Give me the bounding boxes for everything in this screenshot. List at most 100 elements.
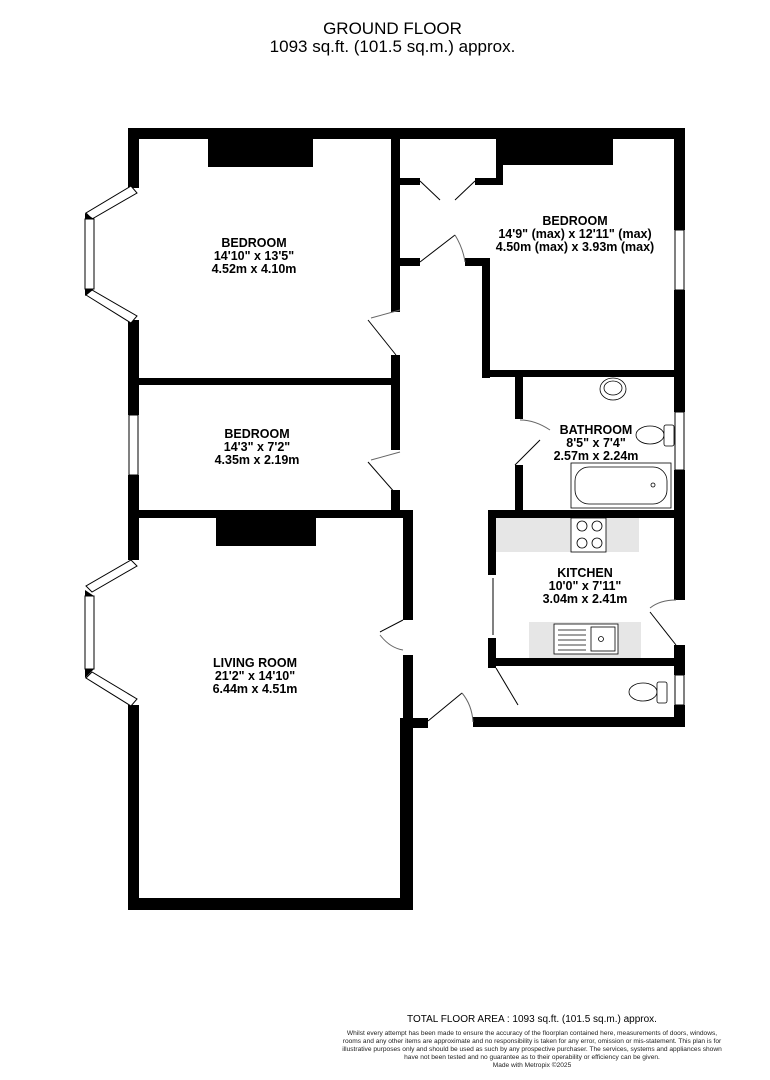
wall-kitchen-left-upper <box>488 510 496 575</box>
door-bathroom <box>514 439 541 466</box>
floor-area: 1093 sq.ft. (101.5 sq.m.) approx. <box>269 37 516 56</box>
room-imperial: 21'2" x 14'10" <box>214 669 296 683</box>
room-metric: 4.35m x 2.19m <box>214 453 300 467</box>
windows <box>84 185 685 707</box>
room-label-bedroom-1: BEDROOM 14'10" x 13'5" 4.52m x 4.10m <box>212 237 297 276</box>
wall-wc-bottom <box>473 717 685 727</box>
wall-corridor-left-1 <box>391 128 400 312</box>
wall-bed2-bottom <box>482 370 685 377</box>
room-imperial: 14'3" x 7'2" <box>223 440 291 454</box>
wall-left-2 <box>128 320 139 415</box>
total-floor-area: TOTAL FLOOR AREA : 1093 sq.ft. (101.5 sq… <box>407 1014 657 1025</box>
wall-bed1-bed3 <box>128 378 398 385</box>
wall-bottom-living <box>128 898 413 910</box>
front-door <box>427 692 463 722</box>
cupboard-door-left <box>419 180 441 201</box>
wall-kitchen-left-lower <box>488 638 496 668</box>
bay-corners <box>85 213 94 678</box>
room-metric: 3.04m x 2.41m <box>542 592 628 606</box>
room-imperial: 8'5" x 7'4" <box>566 436 626 450</box>
door-bed2 <box>419 234 456 263</box>
wall-hall-stub <box>413 718 428 728</box>
door-arc-kitchen <box>649 599 677 609</box>
chimney-breast-bedroom-2 <box>503 139 613 165</box>
wall-bed3-living <box>128 510 408 518</box>
wall-right-mid <box>674 290 685 412</box>
wall-living-right-mid <box>403 655 413 725</box>
sink-icon <box>553 623 619 655</box>
hob-icon <box>570 517 607 553</box>
bath-icon <box>570 462 672 509</box>
door-arc-bed1 <box>370 309 401 319</box>
bay-window-bed1-bottom <box>85 289 138 324</box>
wall-right-wc-lower <box>674 705 685 727</box>
door-arc-front <box>461 692 474 723</box>
wall-top <box>128 128 685 139</box>
bay-window-bed1-front <box>84 218 95 290</box>
door-arc-bathroom <box>519 419 551 431</box>
wall-corridor-left-2 <box>391 355 400 450</box>
wall-right-upper <box>674 128 685 230</box>
chimney-breast-bedroom-1 <box>208 139 313 167</box>
wall-bed2-door-right <box>465 258 490 266</box>
wc-toilet-icon <box>628 681 668 704</box>
door-wc <box>495 667 519 706</box>
room-imperial: 10'0" x 7'11" <box>548 579 622 593</box>
door-kitchen-back <box>649 611 677 646</box>
wall-bed2-left <box>482 258 490 378</box>
toilet-icon <box>635 424 675 447</box>
door-arc-living <box>379 634 404 651</box>
floor-name: GROUND FLOOR <box>323 19 462 38</box>
window-bathroom <box>674 411 685 471</box>
bay-window-living-top <box>85 559 138 593</box>
wall-right-kitchen <box>674 470 685 600</box>
door-bed1 <box>367 319 397 356</box>
bay-window-bed1-top <box>85 185 138 220</box>
cupboard-door-right <box>454 180 476 201</box>
disclaimer: Whilst every attempt has been made to en… <box>342 1030 722 1061</box>
bay-window-living-bottom <box>85 671 138 707</box>
floor-header: GROUND FLOOR 1093 sq.ft. (101.5 sq.m.) a… <box>0 20 770 56</box>
room-name: BEDROOM <box>221 236 287 250</box>
bay-window-living-front <box>84 595 95 670</box>
room-name: BATHROOM <box>559 423 633 437</box>
window-bed3 <box>128 414 139 476</box>
wall-cupboard-left <box>400 178 420 185</box>
room-label-bathroom: BATHROOM 8'5" x 7'4" 2.57m x 2.24m <box>554 424 639 463</box>
wall-left-1 <box>128 128 139 188</box>
wall-living-right-upper <box>403 510 413 620</box>
room-imperial: 14'9" (max) x 12'11" (max) <box>498 227 652 241</box>
window-bed2 <box>674 229 685 291</box>
window-wc <box>674 674 685 706</box>
door-living <box>379 619 404 633</box>
wall-cupboard-right <box>475 178 503 185</box>
room-label-kitchen: KITCHEN 10'0" x 7'11" 3.04m x 2.41m <box>543 567 628 606</box>
wall-living-right-lower <box>400 718 413 910</box>
worktop-top <box>496 518 639 552</box>
room-label-bedroom-2: BEDROOM 14'9" (max) x 12'11" (max) 4.50m… <box>496 215 654 254</box>
wall-bath-kitchen <box>488 510 685 518</box>
room-imperial: 14'10" x 13'5" <box>213 249 295 263</box>
bay-corner <box>85 289 94 296</box>
basin-icon <box>599 377 627 401</box>
wall-bath-left-upper <box>515 377 523 419</box>
room-metric: 4.52m x 4.10m <box>211 262 297 276</box>
room-label-living-room: LIVING ROOM 21'2" x 14'10" 6.44m x 4.51m <box>213 657 298 696</box>
doors <box>367 180 677 723</box>
walls <box>128 128 685 910</box>
door-bed3 <box>367 461 397 495</box>
credit: Made with Metropix ©2025 <box>492 1062 572 1069</box>
wall-kitchen-wc <box>488 658 685 666</box>
room-name: BEDROOM <box>542 214 608 228</box>
wall-cupboard-side <box>496 139 503 185</box>
bay-corner <box>85 213 94 219</box>
room-metric: 4.50m (max) x 3.93m (max) <box>495 240 655 254</box>
wall-bed2-door-left <box>400 258 420 266</box>
wall-left-4 <box>128 705 139 910</box>
bay-corner <box>85 669 94 678</box>
bay-corner <box>85 590 94 596</box>
chimney-breast-living <box>216 518 316 546</box>
door-arc-bed3 <box>370 451 401 461</box>
room-name: BEDROOM <box>224 427 290 441</box>
